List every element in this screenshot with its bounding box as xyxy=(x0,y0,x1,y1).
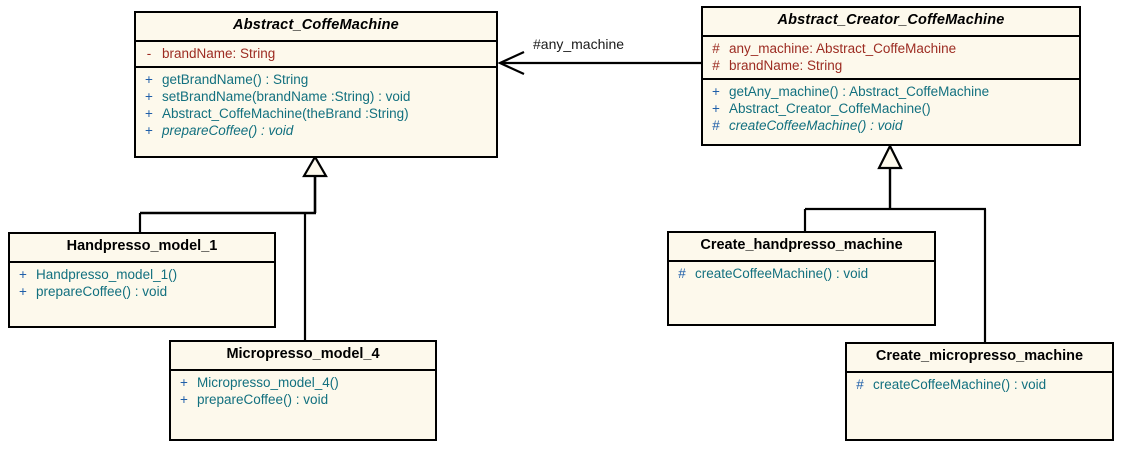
class-name-create-handpresso-machine: Create_handpresso_machine xyxy=(700,237,903,253)
method-row: + getAny_machine() : Abstract_CoffeMachi… xyxy=(703,83,1079,100)
compartment-divider xyxy=(171,368,435,371)
visibility-marker: # xyxy=(856,376,864,392)
method-row: + prepareCoffee() : void xyxy=(171,391,435,408)
visibility-marker: + xyxy=(145,88,153,104)
method-text: createCoffeeMachine() : void xyxy=(729,117,903,133)
association-any-machine-edge xyxy=(497,51,701,75)
attributes-compartment: # any_machine: Abstract_CoffeMachine # b… xyxy=(703,37,1079,78)
class-box-abstract-creator-coffemachine[interactable]: Abstract_Creator_CoffeMachine # any_mach… xyxy=(701,6,1081,146)
method-text: createCoffeeMachine() : void xyxy=(873,376,1047,392)
visibility-marker: + xyxy=(180,391,188,407)
method-row: + Abstract_Creator_CoffeMachine() xyxy=(703,100,1079,117)
method-text: prepareCoffee() : void xyxy=(162,122,294,138)
method-text: prepareCoffee() : void xyxy=(36,283,168,299)
compartment-divider xyxy=(136,39,496,42)
method-row: + setBrandName(brandName :String) : void xyxy=(136,88,496,105)
visibility-marker: + xyxy=(180,374,188,390)
methods-compartment: + Handpresso_model_1() + prepareCoffee()… xyxy=(10,263,274,304)
visibility-marker: # xyxy=(678,265,686,281)
class-name-create-micropresso-machine: Create_micropresso_machine xyxy=(875,348,1084,364)
class-box-create-micropresso-machine[interactable]: Create_micropresso_machine # createCoffe… xyxy=(845,342,1114,441)
association-label-any-machine: #any_machine xyxy=(533,36,625,52)
visibility-marker: + xyxy=(145,71,153,87)
method-text: getAny_machine() : Abstract_CoffeMachine xyxy=(729,83,990,99)
compartment-divider xyxy=(847,370,1112,373)
visibility-marker: + xyxy=(19,266,27,282)
attributes-compartment: - brandName: String xyxy=(136,42,496,66)
method-row: # createCoffeeMachine() : void xyxy=(703,117,1079,134)
class-name-abstract-creator-coffemachine: Abstract_Creator_CoffeMachine xyxy=(777,12,1005,28)
method-text: Micropresso_model_4() xyxy=(197,374,339,390)
attribute-text: brandName: String xyxy=(729,57,843,73)
method-row: + Handpresso_model_1() xyxy=(10,266,274,283)
methods-compartment: + getBrandName() : String + setBrandName… xyxy=(136,68,496,143)
compartment-divider xyxy=(136,65,496,68)
compartment-divider xyxy=(703,77,1079,80)
class-name-handpresso-model-1: Handpresso_model_1 xyxy=(66,238,218,254)
methods-compartment: + getAny_machine() : Abstract_CoffeMachi… xyxy=(703,80,1079,138)
visibility-marker: + xyxy=(712,83,720,99)
class-box-abstract-coffemachine[interactable]: Abstract_CoffeMachine - brandName: Strin… xyxy=(134,11,498,158)
attribute-row: - brandName: String xyxy=(136,45,496,62)
method-text: Abstract_CoffeMachine(theBrand :String) xyxy=(162,105,409,121)
visibility-marker: # xyxy=(712,117,720,133)
method-row: + prepareCoffee() : void xyxy=(136,122,496,139)
visibility-marker: # xyxy=(712,40,720,56)
visibility-marker: + xyxy=(145,105,153,121)
attribute-text: any_machine: Abstract_CoffeMachine xyxy=(729,40,957,56)
visibility-marker: # xyxy=(712,57,720,73)
compartment-divider xyxy=(10,260,274,263)
visibility-marker: + xyxy=(145,122,153,138)
method-text: createCoffeeMachine() : void xyxy=(695,265,869,281)
visibility-marker: - xyxy=(146,45,152,61)
method-text: prepareCoffee() : void xyxy=(197,391,329,407)
class-box-create-handpresso-machine[interactable]: Create_handpresso_machine # createCoffee… xyxy=(667,231,936,326)
compartment-divider xyxy=(703,34,1079,37)
attribute-text: brandName: String xyxy=(162,45,276,61)
method-row: + getBrandName() : String xyxy=(136,71,496,88)
method-row: + Micropresso_model_4() xyxy=(171,374,435,391)
methods-compartment: + Micropresso_model_4() + prepareCoffee(… xyxy=(171,371,435,412)
method-row: # createCoffeeMachine() : void xyxy=(847,376,1112,393)
method-text: setBrandName(brandName :String) : void xyxy=(162,88,411,104)
method-row: + prepareCoffee() : void xyxy=(10,283,274,300)
method-text: Handpresso_model_1() xyxy=(36,266,178,282)
method-text: Abstract_Creator_CoffeMachine() xyxy=(729,100,931,116)
compartment-divider xyxy=(669,259,934,262)
class-name-micropresso-model-4: Micropresso_model_4 xyxy=(226,346,380,362)
class-box-handpresso-model-1[interactable]: Handpresso_model_1 + Handpresso_model_1(… xyxy=(8,232,276,328)
attribute-row: # brandName: String xyxy=(703,57,1079,74)
methods-compartment: # createCoffeeMachine() : void xyxy=(669,262,934,286)
method-row: + Abstract_CoffeMachine(theBrand :String… xyxy=(136,105,496,122)
attribute-row: # any_machine: Abstract_CoffeMachine xyxy=(703,40,1079,57)
visibility-marker: + xyxy=(712,100,720,116)
method-text: getBrandName() : String xyxy=(162,71,309,87)
methods-compartment: # createCoffeeMachine() : void xyxy=(847,373,1112,397)
visibility-marker: + xyxy=(19,283,27,299)
class-box-micropresso-model-4[interactable]: Micropresso_model_4 + Micropresso_model_… xyxy=(169,340,437,441)
method-row: # createCoffeeMachine() : void xyxy=(669,265,934,282)
class-name-abstract-coffemachine: Abstract_CoffeMachine xyxy=(233,17,399,33)
